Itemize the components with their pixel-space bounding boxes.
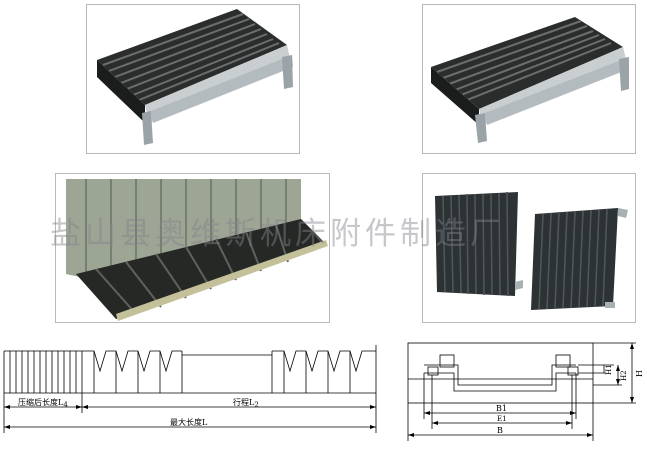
b-label: B xyxy=(497,426,503,435)
bellows-photo-1 xyxy=(86,4,300,154)
bellows-photo-3 xyxy=(55,173,330,323)
bellows-cover-image-1 xyxy=(97,9,293,145)
bellows-cover-image-2 xyxy=(431,17,629,143)
bellows-photo-4 xyxy=(422,173,636,323)
h1-label: H1 xyxy=(605,364,613,375)
cross-section-drawing: B1 E1 B H1 H2 H xyxy=(400,335,647,450)
stroke-length-label: 行程L2 xyxy=(233,397,259,409)
length-dimension-drawing: 压缩后长度L4 行程L2 最大长度L xyxy=(0,335,385,450)
max-length-label: 最大长度L xyxy=(170,417,208,427)
bellows-cover-image-4 xyxy=(435,191,628,310)
b1-label: B1 xyxy=(496,404,507,413)
bellows-photo-2 xyxy=(422,4,636,154)
bellows-cover-image-3 xyxy=(66,179,328,321)
e1-label: E1 xyxy=(497,415,507,423)
h-label: H xyxy=(635,370,644,377)
compressed-length-label: 压缩后长度L4 xyxy=(18,397,68,409)
h2-label: H2 xyxy=(620,370,628,381)
